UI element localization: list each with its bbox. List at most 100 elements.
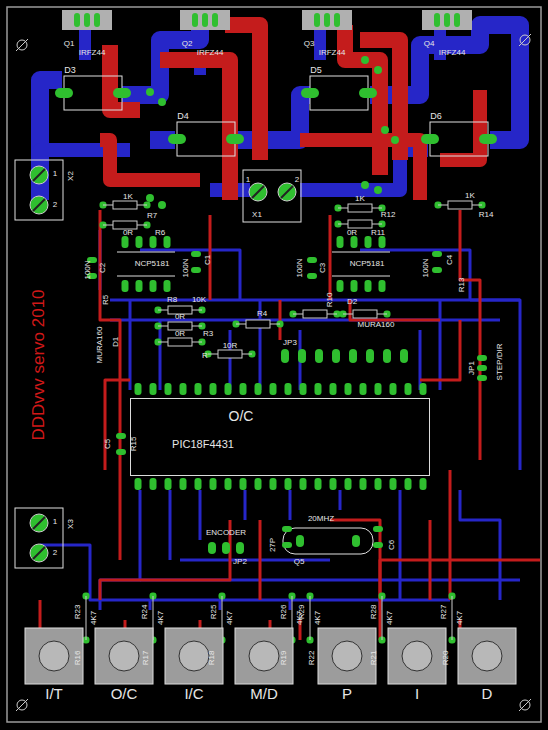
silkscreen-text: 100N: [422, 258, 430, 277]
solder-pad: [236, 542, 244, 554]
silkscreen-text: R11: [371, 229, 385, 237]
bottom-trace: [40, 545, 450, 610]
solder-pad: [383, 349, 391, 363]
transistor-body: [422, 10, 472, 30]
solder-pad: [135, 478, 142, 490]
silkscreen-text: 4K7: [226, 611, 234, 625]
solder-pad: [366, 349, 374, 363]
solder-pad: [374, 66, 382, 74]
solder-pad: [150, 236, 157, 248]
diode-body: [15, 160, 63, 220]
silkscreen-circle: [30, 514, 48, 532]
component: 20MHZQ5: [283, 528, 373, 554]
silkscreen-line: [519, 699, 531, 711]
silkscreen-text: R13: [458, 278, 466, 293]
silkscreen-text: DDDvvv servo 2010: [30, 289, 47, 440]
solder-pad: [55, 88, 73, 98]
resistor-symbol: [168, 338, 192, 346]
component: Q1IRFZ44: [60, 8, 116, 58]
silkscreen-text: Q2: [182, 40, 193, 48]
solder-pad: [337, 236, 344, 248]
silkscreen-line: [310, 596, 311, 640]
solder-pad: [373, 526, 383, 532]
silkscreen-line: [519, 34, 531, 46]
solder-pad: [122, 280, 129, 292]
solder-pad: [192, 13, 198, 27]
silkscreen-text: C6: [388, 540, 396, 550]
solder-pad: [351, 236, 358, 248]
silkscreen-circle: [249, 183, 267, 201]
diode-body: [243, 170, 301, 222]
solder-pad: [146, 194, 154, 202]
component: Q2IRFZ44: [178, 8, 234, 58]
silkscreen-text: R24: [141, 605, 149, 620]
silkscreen-line: [452, 596, 453, 640]
solder-pad: [285, 383, 292, 395]
solder-pad: [375, 383, 382, 395]
resistor-symbol: [218, 350, 242, 358]
solder-pad: [225, 478, 232, 490]
top-trace: [40, 25, 540, 660]
silkscreen-text: 0R: [175, 313, 185, 321]
component: D3: [60, 64, 124, 112]
silkscreen-text: 2: [53, 201, 57, 209]
silkscreen-circle: [30, 166, 48, 184]
silkscreen-text: 4K7: [456, 611, 464, 625]
solder-pad: [74, 13, 80, 27]
resistor-symbol: [303, 310, 327, 318]
silkscreen-text: 20MHZ: [308, 515, 334, 523]
silkscreen-text: X2: [67, 171, 75, 181]
solder-pad: [365, 236, 372, 248]
solder-pad: [94, 13, 100, 27]
silkscreen-text: Q5: [294, 558, 305, 566]
solder-pad: [281, 349, 289, 363]
solder-pad: [391, 136, 399, 144]
solder-pad: [405, 383, 412, 395]
silkscreen-text: D: [482, 686, 493, 701]
silkscreen-text: NCP5181: [135, 260, 170, 268]
silkscreen-text: 2: [295, 176, 299, 184]
silkscreen-line: [33, 547, 45, 559]
solder-pad: [421, 134, 439, 144]
solder-pad: [400, 349, 408, 363]
resistor-symbol: [353, 310, 377, 318]
silkscreen-text: D4: [177, 112, 189, 121]
resistor-symbol: [348, 220, 372, 228]
trimmer-body: [95, 628, 153, 684]
trimmer: I: [388, 628, 446, 684]
solder-pad: [150, 280, 157, 292]
silkscreen-line: [117, 276, 175, 277]
silkscreen-text: 1: [53, 170, 57, 178]
silkscreen-text: P: [342, 686, 352, 701]
solder-pad: [150, 478, 157, 490]
bottom-trace: [140, 560, 520, 580]
solder-pad: [374, 186, 382, 194]
silkscreen-text: R7: [147, 212, 157, 220]
silkscreen-text: R23: [74, 605, 82, 620]
silkscreen-text: 4K7: [90, 611, 98, 625]
top-trace: [100, 380, 450, 600]
solder-pad: [240, 478, 247, 490]
trimmer-body: [235, 628, 293, 684]
solder-pad: [420, 383, 427, 395]
resistor-symbol: [448, 201, 472, 209]
trimmer-body: [165, 628, 223, 684]
silkscreen-text: R28: [370, 605, 378, 620]
solder-pad: [381, 126, 389, 134]
component: Q3IRFZ44: [300, 8, 356, 58]
solder-pad: [432, 251, 442, 257]
bottom-trace: [150, 25, 520, 140]
silkscreen-text: 4K7: [386, 611, 394, 625]
silkscreen-text: R5: [102, 295, 110, 305]
component: D4: [173, 110, 237, 158]
silkscreen-text: D6: [430, 112, 442, 121]
solder-pad: [432, 267, 442, 273]
silkscreen-text: ENCODER: [206, 529, 246, 537]
silkscreen-text: R19: [280, 651, 288, 666]
resistor-symbol: [113, 221, 137, 229]
transistor-body: [62, 10, 112, 30]
silkscreen-text: MURA160: [96, 327, 104, 364]
silkscreen-text: D3: [64, 66, 76, 75]
solder-pad: [314, 13, 320, 27]
solder-pad: [146, 88, 154, 96]
